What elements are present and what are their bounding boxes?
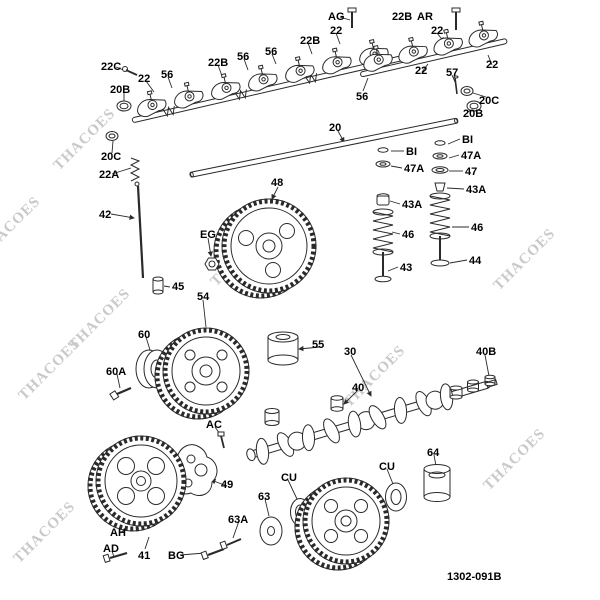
bolt-ar	[451, 7, 461, 30]
valve-assembly-left	[372, 147, 394, 283]
gear-41	[87, 435, 187, 532]
part-label-42: 42	[99, 209, 112, 221]
rocker-shaft-rod	[189, 117, 459, 178]
part-label-20C: 20C	[479, 95, 500, 107]
part-label-BG: BG	[168, 550, 185, 562]
part-label-46: 46	[402, 229, 415, 241]
disc-63	[259, 516, 283, 546]
bushings-40	[264, 395, 344, 426]
screw-22c	[122, 66, 138, 76]
part-label-22C: 22C	[101, 61, 122, 73]
part-label-22: 22	[431, 25, 444, 37]
bolt-ad	[102, 551, 128, 564]
part-label-AC: AC	[206, 419, 222, 431]
cap-20b-right	[466, 100, 482, 112]
part-label-AH: AH	[110, 527, 126, 539]
part-label-44: 44	[469, 255, 482, 267]
part-label-64: 64	[427, 447, 440, 459]
spring-22a	[129, 157, 141, 182]
part-label-22B: 22B	[300, 35, 321, 47]
part-label-47A: 47A	[461, 150, 482, 162]
part-label-60A: 60A	[106, 366, 127, 378]
bolt-60a	[109, 386, 132, 401]
part-label-46: 46	[471, 222, 484, 234]
part-label-60: 60	[138, 329, 151, 341]
part-label-48: 48	[271, 177, 284, 189]
part-label-56: 56	[161, 69, 174, 81]
part-label-56: 56	[356, 91, 369, 103]
bolt-bg	[200, 547, 225, 561]
coupling-64	[423, 464, 451, 502]
part-label-63A: 63A	[228, 514, 249, 526]
part-label-20C: 20C	[101, 151, 122, 163]
diagram-code: 1302-091B	[447, 571, 502, 583]
part-label-BI: BI	[462, 134, 473, 146]
nut-eg	[204, 257, 220, 271]
part-label-47A: 47A	[404, 163, 425, 175]
part-label-63: 63	[258, 491, 271, 503]
part-label-57: 57	[446, 67, 459, 79]
part-label-45: 45	[172, 281, 185, 293]
rocker-shaft-assembly-rear	[359, 18, 508, 78]
cap-20b-left	[116, 100, 132, 112]
part-label-22: 22	[486, 59, 499, 71]
part-label-CU: CU	[281, 472, 297, 484]
part-label-30: 30	[344, 346, 357, 358]
part-label-EG: EG	[200, 229, 216, 241]
part-label-AR: AR	[417, 11, 433, 23]
part-label-AD: AD	[103, 543, 119, 555]
part-label-20B: 20B	[463, 108, 484, 120]
part-label-AG: AG	[328, 11, 345, 23]
ring-20c-right	[460, 86, 474, 96]
spacer-55	[267, 331, 299, 366]
ring-cu-right	[385, 482, 407, 512]
sleeve-45	[152, 276, 164, 295]
part-label-43A: 43A	[466, 184, 487, 196]
gear-48	[213, 198, 317, 299]
part-label-43: 43	[400, 262, 413, 274]
part-label-22: 22	[330, 25, 343, 37]
part-label-22B: 22B	[392, 11, 413, 23]
bolt-63a	[219, 538, 242, 551]
part-label-22B: 22B	[208, 57, 229, 69]
part-label-20B: 20B	[110, 84, 131, 96]
camshaft-30	[246, 379, 498, 465]
part-label-47: 47	[465, 166, 478, 178]
pushrod-42	[134, 181, 145, 279]
part-label-CU: CU	[379, 461, 395, 473]
part-label-22A: 22A	[99, 169, 120, 181]
stud-57	[453, 75, 459, 95]
gear-bottom-right	[294, 477, 390, 571]
part-label-40B: 40B	[476, 346, 497, 358]
part-label-41: 41	[138, 550, 151, 562]
gear-54	[154, 327, 250, 420]
bolt-ag	[347, 7, 357, 28]
part-label-49: 49	[221, 479, 234, 491]
part-label-54: 54	[197, 291, 210, 303]
part-label-43A: 43A	[402, 199, 423, 211]
part-label-22: 22	[138, 73, 151, 85]
part-label-55: 55	[312, 339, 325, 351]
valve-assembly-right	[429, 140, 451, 267]
part-label-56: 56	[265, 46, 278, 58]
part-label-56: 56	[237, 51, 250, 63]
part-label-20: 20	[329, 122, 342, 134]
end-pieces-40b	[449, 374, 496, 400]
bolt-ac	[217, 431, 225, 449]
part-label-22: 22	[415, 65, 428, 77]
part-label-BI: BI	[406, 146, 417, 158]
plate-49	[175, 444, 218, 496]
ring-20c-left	[105, 131, 119, 141]
part-label-40: 40	[352, 382, 365, 394]
